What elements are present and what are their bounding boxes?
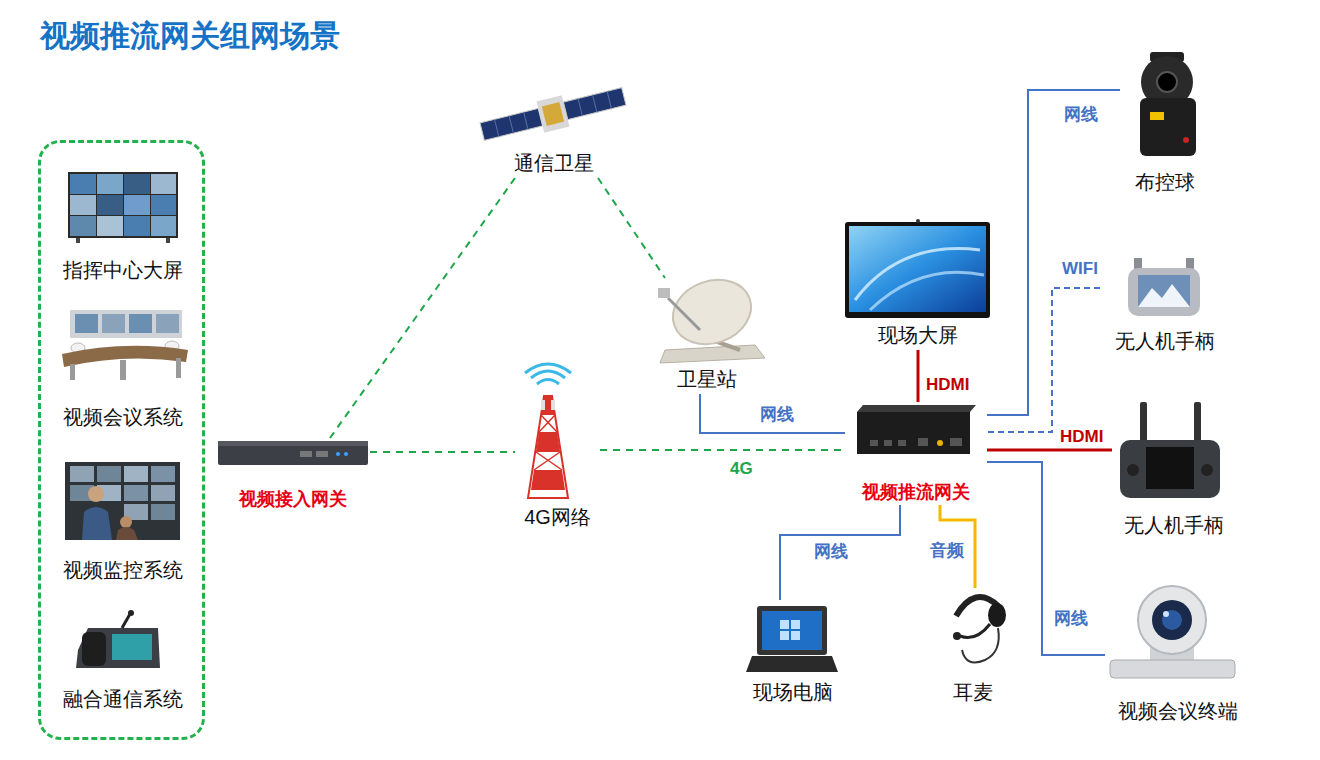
- desk-phone-icon: [76, 610, 160, 668]
- device-node: 视频推流网关: [845, 402, 987, 505]
- device-label: 现场大屏: [878, 323, 958, 350]
- diagram-title: 视频推流网关组网场景: [40, 16, 340, 57]
- device-label: 布控球: [1135, 170, 1195, 197]
- connector: [987, 90, 1120, 415]
- rack-gateway-icon: [218, 441, 368, 465]
- edge-label: 网线: [758, 404, 796, 425]
- device-node: 卫星站: [645, 278, 768, 394]
- connector: [700, 394, 845, 433]
- monitoring-room-icon: [65, 462, 180, 540]
- device-node: 4G网络: [515, 366, 600, 532]
- device-label: 视频会议终端: [1118, 699, 1238, 726]
- device-node: 无人机手柄: [1100, 255, 1230, 356]
- connector: [987, 288, 1100, 432]
- device-label: 指挥中心大屏: [63, 258, 183, 285]
- device-label: 卫星站: [677, 367, 737, 394]
- device-node: 视频会议系统: [50, 305, 195, 432]
- device-label: 现场电脑: [753, 680, 833, 707]
- headset-icon: [953, 597, 1006, 662]
- device-node: 融合通信系统: [50, 610, 195, 714]
- device-node: 现场大屏: [843, 220, 992, 350]
- satellite-dish-icon: [658, 269, 765, 363]
- device-node: 现场电脑: [740, 600, 845, 707]
- connector: [600, 449, 845, 451]
- push-gateway-icon: [857, 405, 976, 454]
- group-frame: 指挥中心大屏视频会议系统视频监控系统融合通信系统: [38, 140, 205, 740]
- device-node: 视频监控系统: [50, 460, 195, 585]
- device-node: 耳麦: [935, 588, 1010, 707]
- connector: [987, 462, 1105, 655]
- tv-screen-icon: [845, 219, 990, 318]
- cell-tower-icon: [525, 364, 571, 498]
- device-label: 4G网络: [524, 505, 591, 532]
- connector: [987, 449, 1112, 452]
- device-node: 视频会议终端: [1105, 582, 1250, 726]
- device-label: 融合通信系统: [63, 687, 183, 714]
- remote-controller-icon: [1128, 258, 1200, 316]
- connector: [598, 178, 665, 278]
- edge-label: HDMI: [1058, 426, 1105, 447]
- device-node: 通信卫星: [478, 86, 630, 178]
- device-label: 视频接入网关: [239, 488, 347, 513]
- device-node: 布控球: [1120, 50, 1210, 197]
- ptz-camera-icon: [1140, 52, 1196, 156]
- conference-room-icon: [62, 310, 188, 380]
- video-wall-icon: [68, 172, 178, 243]
- edge-label: 音频: [928, 540, 966, 561]
- connector: [330, 178, 515, 438]
- device-node: 无人机手柄: [1112, 398, 1235, 540]
- device-label: 通信卫星: [514, 151, 594, 178]
- remote-controller-icon: [1120, 402, 1220, 498]
- laptop-icon: [746, 606, 838, 672]
- device-label: 视频会议系统: [63, 405, 183, 432]
- connector: [370, 451, 515, 453]
- device-label: 无人机手柄: [1115, 329, 1215, 356]
- edge-label: 4G: [728, 458, 755, 479]
- connector: [917, 350, 920, 402]
- edge-label: HDMI: [924, 374, 971, 395]
- edge-label: 网线: [1062, 104, 1100, 125]
- device-node: 指挥中心大屏: [50, 170, 195, 285]
- device-label: 无人机手柄: [1124, 513, 1224, 540]
- satellite-icon: [478, 81, 627, 147]
- device-label: 视频推流网关: [862, 481, 970, 506]
- device-node: 视频接入网关: [215, 438, 370, 512]
- device-label: 耳麦: [953, 680, 993, 707]
- edge-label: WIFI: [1060, 258, 1100, 279]
- edge-label: 网线: [812, 541, 850, 562]
- connector: [780, 505, 900, 600]
- edge-label: 网线: [1052, 608, 1090, 629]
- conference-camera-icon: [1110, 586, 1235, 678]
- device-label: 视频监控系统: [63, 558, 183, 585]
